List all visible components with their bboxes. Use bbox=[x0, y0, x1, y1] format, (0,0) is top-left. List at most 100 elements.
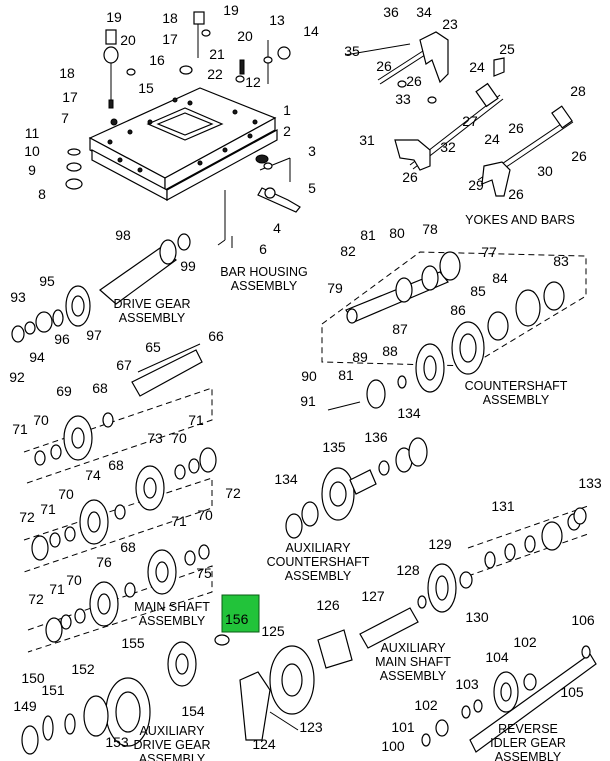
part-number-70[interactable]: 70 bbox=[58, 486, 74, 502]
part-number-77[interactable]: 77 bbox=[481, 244, 497, 260]
part-number-68[interactable]: 68 bbox=[108, 457, 124, 473]
part-number-151[interactable]: 151 bbox=[41, 682, 65, 698]
part-number-124[interactable]: 124 bbox=[252, 736, 276, 752]
part-number-149[interactable]: 149 bbox=[13, 698, 37, 714]
part-number-7[interactable]: 7 bbox=[61, 110, 69, 126]
part-number-24[interactable]: 24 bbox=[469, 59, 485, 75]
part-number-35[interactable]: 35 bbox=[344, 43, 360, 59]
part-number-82[interactable]: 82 bbox=[340, 243, 356, 259]
part-number-3[interactable]: 3 bbox=[308, 143, 316, 159]
part-number-150[interactable]: 150 bbox=[21, 670, 45, 686]
part-number-33[interactable]: 33 bbox=[395, 91, 411, 107]
part-number-23[interactable]: 23 bbox=[442, 16, 458, 32]
part-number-8[interactable]: 8 bbox=[38, 186, 46, 202]
part-number-6[interactable]: 6 bbox=[259, 241, 267, 257]
part-number-20[interactable]: 20 bbox=[237, 28, 253, 44]
part-number-97[interactable]: 97 bbox=[86, 327, 102, 343]
highlight-box[interactable] bbox=[221, 594, 260, 633]
part-number-70[interactable]: 70 bbox=[33, 412, 49, 428]
part-number-9[interactable]: 9 bbox=[28, 162, 36, 178]
part-number-96[interactable]: 96 bbox=[54, 331, 70, 347]
part-number-155[interactable]: 155 bbox=[121, 635, 145, 651]
part-number-1[interactable]: 1 bbox=[283, 102, 291, 118]
part-number-88[interactable]: 88 bbox=[382, 343, 398, 359]
part-number-98[interactable]: 98 bbox=[115, 227, 131, 243]
part-number-123[interactable]: 123 bbox=[299, 719, 323, 735]
part-number-126[interactable]: 126 bbox=[316, 597, 340, 613]
part-number-34[interactable]: 34 bbox=[416, 4, 432, 20]
part-number-75[interactable]: 75 bbox=[196, 565, 212, 581]
part-number-36[interactable]: 36 bbox=[383, 4, 399, 20]
part-number-11[interactable]: 11 bbox=[25, 125, 40, 141]
part-number-29[interactable]: 29 bbox=[468, 177, 484, 193]
part-number-66[interactable]: 66 bbox=[208, 328, 224, 344]
part-number-100[interactable]: 100 bbox=[381, 738, 405, 754]
part-number-90[interactable]: 90 bbox=[301, 368, 317, 384]
part-number-78[interactable]: 78 bbox=[422, 221, 438, 237]
part-number-26[interactable]: 26 bbox=[376, 58, 392, 74]
part-number-27[interactable]: 27 bbox=[462, 113, 478, 129]
part-number-74[interactable]: 74 bbox=[85, 467, 101, 483]
part-number-65[interactable]: 65 bbox=[145, 339, 161, 355]
part-number-72[interactable]: 72 bbox=[28, 591, 44, 607]
part-number-152[interactable]: 152 bbox=[71, 661, 95, 677]
part-number-131[interactable]: 131 bbox=[491, 498, 515, 514]
part-number-5[interactable]: 5 bbox=[308, 180, 316, 196]
part-number-127[interactable]: 127 bbox=[361, 588, 385, 604]
part-number-86[interactable]: 86 bbox=[450, 302, 466, 318]
part-number-20[interactable]: 20 bbox=[120, 32, 136, 48]
highlight-label[interactable]: 156 bbox=[225, 611, 249, 627]
part-number-92[interactable]: 92 bbox=[9, 369, 25, 385]
part-number-83[interactable]: 83 bbox=[553, 253, 569, 269]
part-number-89[interactable]: 89 bbox=[352, 349, 368, 365]
part-number-81[interactable]: 81 bbox=[360, 227, 376, 243]
part-number-24[interactable]: 24 bbox=[484, 131, 500, 147]
part-number-30[interactable]: 30 bbox=[537, 163, 553, 179]
part-number-94[interactable]: 94 bbox=[29, 349, 45, 365]
part-number-71[interactable]: 71 bbox=[40, 501, 56, 517]
part-number-76[interactable]: 76 bbox=[96, 554, 112, 570]
part-number-70[interactable]: 70 bbox=[66, 572, 82, 588]
part-number-14[interactable]: 14 bbox=[303, 23, 319, 39]
part-number-133[interactable]: 133 bbox=[578, 475, 602, 491]
part-number-69[interactable]: 69 bbox=[56, 383, 72, 399]
part-number-79[interactable]: 79 bbox=[327, 280, 343, 296]
part-number-87[interactable]: 87 bbox=[392, 321, 408, 337]
part-number-106[interactable]: 106 bbox=[571, 612, 595, 628]
part-number-12[interactable]: 12 bbox=[245, 74, 261, 90]
part-number-135[interactable]: 135 bbox=[322, 439, 346, 455]
part-number-103[interactable]: 103 bbox=[455, 676, 479, 692]
part-number-71[interactable]: 71 bbox=[188, 412, 204, 428]
part-number-19[interactable]: 19 bbox=[106, 9, 122, 25]
part-number-71[interactable]: 71 bbox=[171, 513, 187, 529]
part-number-102[interactable]: 102 bbox=[513, 634, 537, 650]
part-number-128[interactable]: 128 bbox=[396, 562, 420, 578]
part-number-72[interactable]: 72 bbox=[19, 509, 35, 525]
part-number-104[interactable]: 104 bbox=[485, 649, 509, 665]
part-number-134[interactable]: 134 bbox=[274, 471, 298, 487]
part-number-17[interactable]: 17 bbox=[162, 31, 178, 47]
part-number-16[interactable]: 16 bbox=[149, 52, 165, 68]
part-number-102[interactable]: 102 bbox=[414, 697, 438, 713]
part-number-101[interactable]: 101 bbox=[391, 719, 415, 735]
part-number-73[interactable]: 73 bbox=[147, 430, 163, 446]
part-number-25[interactable]: 25 bbox=[499, 41, 515, 57]
part-number-136[interactable]: 136 bbox=[364, 429, 388, 445]
part-number-71[interactable]: 71 bbox=[12, 421, 28, 437]
part-number-134[interactable]: 134 bbox=[397, 405, 421, 421]
part-number-15[interactable]: 15 bbox=[138, 80, 154, 96]
part-number-84[interactable]: 84 bbox=[492, 270, 508, 286]
part-number-81[interactable]: 81 bbox=[338, 367, 354, 383]
part-number-67[interactable]: 67 bbox=[116, 357, 132, 373]
part-number-70[interactable]: 70 bbox=[171, 430, 187, 446]
part-number-105[interactable]: 105 bbox=[560, 684, 584, 700]
highlighted-part-156[interactable]: 156 bbox=[221, 594, 260, 633]
part-number-18[interactable]: 18 bbox=[59, 65, 75, 81]
part-number-71[interactable]: 71 bbox=[49, 581, 65, 597]
part-number-22[interactable]: 22 bbox=[207, 66, 223, 82]
part-number-19[interactable]: 19 bbox=[223, 2, 239, 18]
part-number-129[interactable]: 129 bbox=[428, 536, 452, 552]
part-number-2[interactable]: 2 bbox=[283, 123, 291, 139]
part-number-154[interactable]: 154 bbox=[181, 703, 205, 719]
part-number-95[interactable]: 95 bbox=[39, 273, 55, 289]
